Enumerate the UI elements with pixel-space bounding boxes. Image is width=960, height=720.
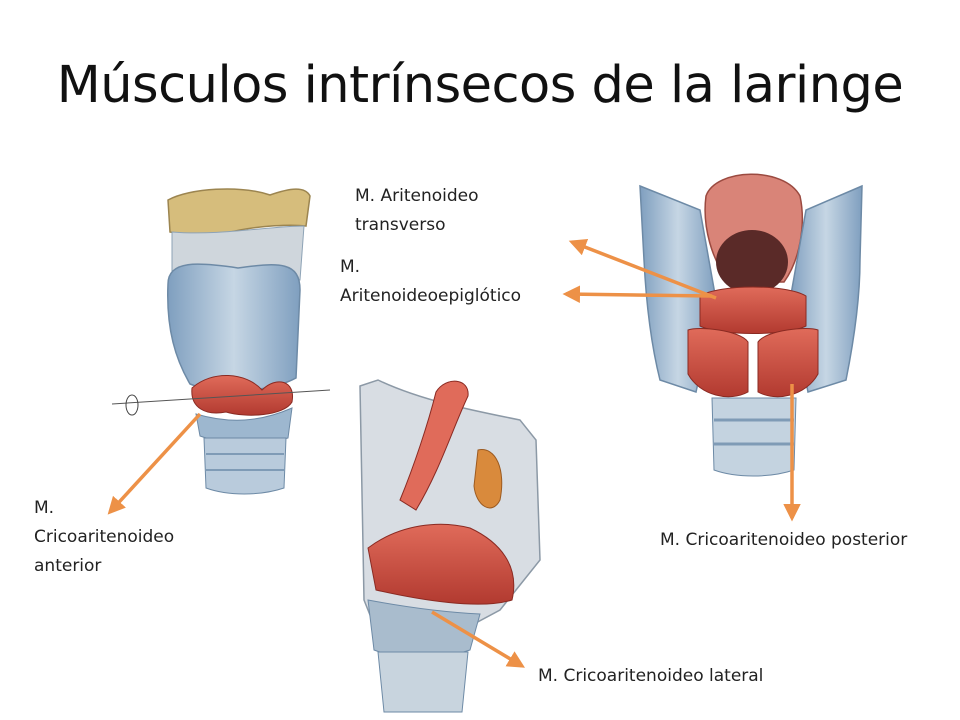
label-line: M. Aritenoideo [355,186,479,206]
lateral-cricoarytenoid-muscle [367,523,515,605]
label-cricoaritenoideo-lateral: M. Cricoaritenoideo lateral [538,662,763,691]
axis-line [111,389,331,405]
slide-title: Músculos intrínsecos de la laringe [56,56,904,115]
trachea-posterior [711,397,797,477]
label-line: M. [34,498,55,518]
label-line: M. Cricoaritenoideo lateral [538,666,764,686]
larynx-posterior-view [639,173,863,477]
laryngeal-inlet [716,230,788,294]
arrow-cricoaritenoideo-anterior [107,412,202,515]
arrow-aritenoideo-transverso [568,238,717,300]
epiglottis-lateral [399,380,469,511]
label-cricoaritenoideo-anterior: M. Cricoaritenoideo anterior [34,494,174,581]
label-line: Aritenoideoepiglótico [340,286,522,306]
transverse-arytenoid-muscle [699,286,807,334]
label-line: transverso [355,215,446,235]
label-line: anterior [34,556,102,576]
arrow-cricoaritenoideo-lateral [431,610,526,668]
label-aritenoideoepiglotico: M. Aritenoideoepiglótico [340,253,521,311]
trachea-lateral [377,651,469,713]
larynx-lateral-view [359,379,541,713]
rotation-axis-symbol [125,394,139,416]
posterior-cricoarytenoid-muscle-left [687,328,749,398]
posterior-cricoarytenoid-muscle-right [757,328,819,398]
trachea [203,437,287,495]
label-line: M. [340,257,361,277]
lateral-fat-pad [473,449,503,509]
thyroid-cartilage [166,263,301,392]
label-line: Cricoaritenoideo [34,527,175,547]
label-line: M. Cricoaritenoideo posterior [660,530,908,550]
larynx-anterior-view [111,188,331,495]
label-aritenoideo-transverso: M. Aritenoideo transverso [355,182,479,240]
arrow-aritenoideoepiglotico [562,285,713,303]
pointer-arrows [107,238,801,668]
label-cricoaritenoideo-posterior: M. Cricoaritenoideo posterior [660,526,907,555]
